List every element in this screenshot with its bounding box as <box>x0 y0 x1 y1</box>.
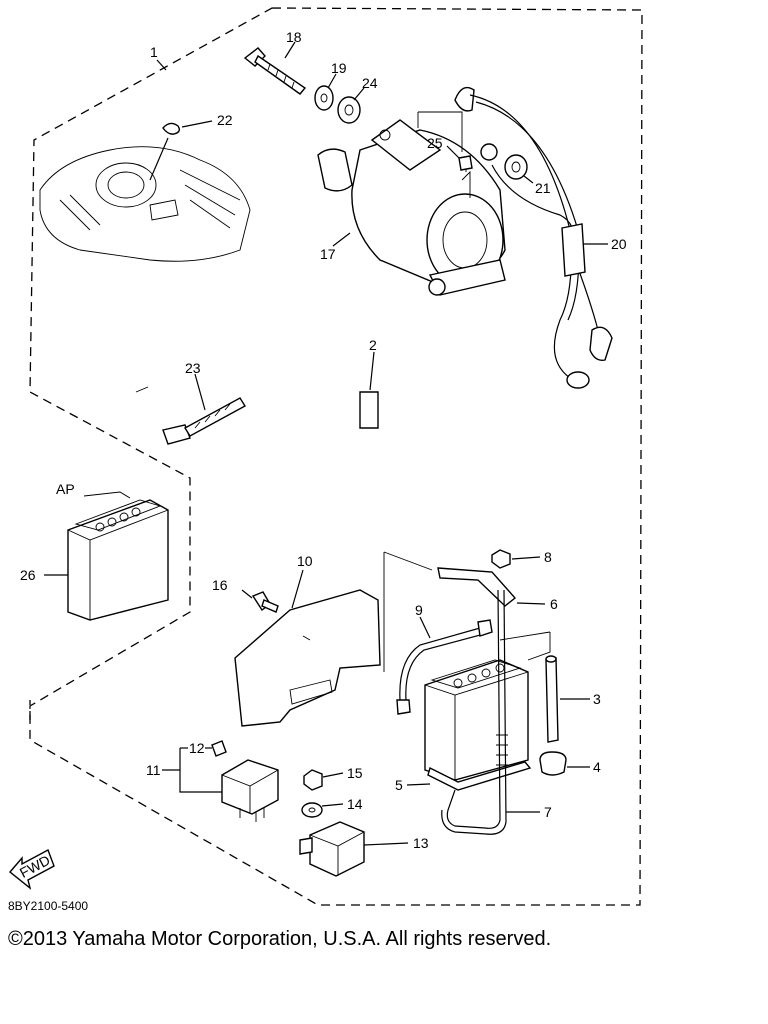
cable-tie-part-23 <box>135 373 246 445</box>
nut-part-25 <box>417 111 473 171</box>
copyright-notice: ©2013 Yamaha Motor Corporation, U.S.A. A… <box>8 928 552 950</box>
grommet-part-4 <box>539 751 590 776</box>
callout-13: 13 <box>413 835 429 851</box>
callout-10: 10 <box>297 553 313 569</box>
bolt-part-16 <box>241 589 279 613</box>
callout-15: 15 <box>347 765 363 781</box>
starter-motor-part-17 <box>317 119 506 296</box>
callout-8: 8 <box>544 549 552 565</box>
callout-19: 19 <box>331 60 347 76</box>
callout-18: 18 <box>286 29 302 45</box>
washer-part-24 <box>337 87 365 124</box>
callout-20: 20 <box>611 236 627 252</box>
bolt-part-18 <box>243 41 307 95</box>
callout-4: 4 <box>593 759 601 775</box>
callout-25: 25 <box>427 135 443 151</box>
nut-part-21 <box>504 154 534 184</box>
callout-2: 2 <box>369 337 377 353</box>
plate-part-10 <box>234 551 433 727</box>
callout-9: 9 <box>415 602 423 618</box>
callout-1: 1 <box>150 44 158 60</box>
callout-24: 24 <box>362 75 378 91</box>
strap-part-7 <box>441 589 540 835</box>
washer-part-14 <box>301 802 344 818</box>
rectifier-part-13 <box>299 821 409 877</box>
fwd-arrow-icon <box>8 849 55 890</box>
nut-part-15 <box>303 769 344 791</box>
diagram-code: 8BY2100-5400 <box>8 899 89 913</box>
rod-part-3 <box>545 655 590 743</box>
callout-16: 16 <box>212 577 228 593</box>
callout-17: 17 <box>320 246 336 262</box>
nut-part-8 <box>491 549 541 569</box>
callout-11: 11 <box>146 762 161 778</box>
callout-6: 6 <box>550 596 558 612</box>
clip-part-22 <box>149 120 213 181</box>
callout-22: 22 <box>217 112 233 128</box>
callout-12: 12 <box>189 740 205 756</box>
assembly-boundary <box>29 7 643 906</box>
tray-part-5 <box>406 761 532 791</box>
engine-block-sketch <box>39 146 251 262</box>
callout-21: 21 <box>535 180 551 196</box>
callout-7: 7 <box>544 804 552 820</box>
bracket-part-6 <box>437 567 546 607</box>
callout-26: 26 <box>20 567 36 583</box>
callout-5: 5 <box>395 777 403 793</box>
callout-14: 14 <box>347 796 363 812</box>
group-label-ap: AP <box>56 481 75 497</box>
battery-part-26 <box>44 491 169 621</box>
plate-part-2 <box>359 351 379 429</box>
battery-assembly <box>424 631 551 781</box>
callout-3: 3 <box>593 691 601 707</box>
callout-23: 23 <box>185 360 201 376</box>
cap-part-12 <box>180 740 227 757</box>
cable-part-9 <box>396 616 493 715</box>
cable-part-20 <box>454 86 613 389</box>
washer-part-19 <box>314 73 337 111</box>
relay-part-11 <box>162 748 279 822</box>
